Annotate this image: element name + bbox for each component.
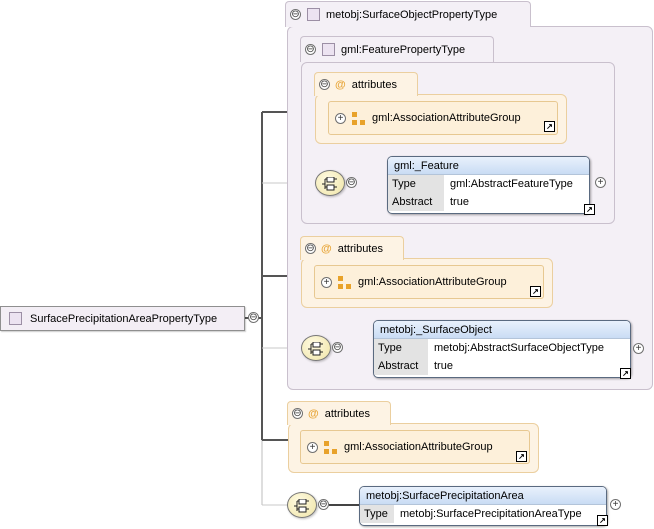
shortcut-icon[interactable]: ↗ [584, 204, 595, 215]
attribute-group-icon [324, 440, 337, 454]
expand-icon[interactable]: + [335, 112, 346, 124]
expand-icon[interactable]: + [321, 276, 332, 288]
attributes-tab-feature[interactable]: ⊖ @ attributes [314, 72, 418, 96]
attribute-group-name: gml:AssociationAttributeGroup [372, 112, 521, 124]
collapse-icon[interactable]: ⊖ [248, 312, 259, 323]
property-key: Abstract [388, 193, 445, 211]
root-complex-type[interactable]: SurfacePrecipitationAreaPropertyType [0, 306, 245, 331]
element-name: metobj:_SurfaceObject [374, 321, 630, 339]
sequence-compositor-surface-object[interactable] [301, 335, 331, 361]
shortcut-icon[interactable]: ↗ [544, 121, 555, 132]
expand-icon[interactable]: + [633, 343, 644, 354]
attributes-tab-own[interactable]: ⊖ @ attributes [287, 401, 391, 425]
element-name: gml:_Feature [388, 157, 589, 175]
surface-object-property-type-title: metobj:SurfaceObjectPropertyType [326, 8, 498, 21]
sequence-icon [294, 499, 309, 513]
property-row: Type metobj:SurfacePrecipitationAreaType [360, 505, 606, 523]
root-type-name: SurfacePrecipitationAreaPropertyType [30, 312, 218, 325]
property-value: gml:AbstractFeatureType [445, 175, 573, 193]
element-metobj-surface-object[interactable]: metobj:_SurfaceObject Type metobj:Abstra… [373, 320, 631, 378]
property-row: Type metobj:AbstractSurfaceObjectType [374, 339, 630, 357]
property-row: Abstract true [374, 357, 630, 375]
collapse-icon[interactable]: ⊖ [319, 79, 330, 90]
property-value: metobj:AbstractSurfaceObjectType [429, 339, 604, 357]
attribute-group-name: gml:AssociationAttributeGroup [358, 276, 507, 288]
collapse-icon[interactable]: ⊖ [318, 499, 329, 510]
collapse-icon[interactable]: ⊖ [290, 9, 301, 20]
element-metobj-surface-precipitation-area[interactable]: metobj:SurfacePrecipitationArea Type met… [359, 486, 607, 526]
attributes-tab-surface-object[interactable]: ⊖ @ attributes [300, 236, 404, 260]
association-attribute-group-feature[interactable]: + gml:AssociationAttributeGroup [328, 101, 558, 135]
property-value: true [429, 357, 453, 375]
collapse-icon[interactable]: ⊖ [346, 177, 357, 188]
property-key: Type [374, 339, 429, 357]
attribute-at-icon: @ [308, 407, 319, 420]
attribute-at-icon: @ [335, 78, 346, 91]
attribute-at-icon: @ [321, 242, 332, 255]
attributes-label: attributes [324, 407, 370, 420]
attribute-group-icon [352, 111, 365, 125]
association-attribute-group-own[interactable]: + gml:AssociationAttributeGroup [300, 430, 530, 464]
expand-icon[interactable]: + [307, 441, 318, 453]
property-key: Type [360, 505, 395, 523]
shortcut-icon[interactable]: ↗ [597, 515, 608, 526]
property-row: Abstract true [388, 193, 589, 211]
feature-property-type-title: gml:FeaturePropertyType [341, 43, 466, 56]
shortcut-icon[interactable]: ↗ [620, 368, 631, 379]
sequence-compositor-feature[interactable] [315, 170, 345, 196]
attribute-group-name: gml:AssociationAttributeGroup [344, 441, 493, 453]
sequence-icon [322, 177, 337, 191]
collapse-icon[interactable]: ⊖ [305, 243, 316, 254]
shortcut-icon[interactable]: ↗ [530, 286, 541, 297]
collapse-icon[interactable]: ⊖ [292, 408, 303, 419]
property-value: metobj:SurfacePrecipitationAreaType [395, 505, 582, 523]
association-attribute-group-surface-object[interactable]: + gml:AssociationAttributeGroup [314, 265, 544, 299]
element-gml-feature[interactable]: gml:_Feature Type gml:AbstractFeatureTyp… [387, 156, 590, 214]
sequence-icon [308, 342, 323, 356]
expand-icon[interactable]: + [610, 499, 621, 510]
property-row: Type gml:AbstractFeatureType [388, 175, 589, 193]
feature-property-type-tab[interactable]: ⊖ gml:FeaturePropertyType [300, 36, 494, 62]
complex-type-icon [9, 312, 22, 325]
property-key: Type [388, 175, 445, 193]
shortcut-icon[interactable]: ↗ [516, 451, 527, 462]
surface-object-property-type-tab[interactable]: ⊖ metobj:SurfaceObjectPropertyType [285, 1, 531, 27]
collapse-icon[interactable]: ⊖ [305, 44, 316, 55]
attribute-group-icon [338, 275, 351, 289]
expand-icon[interactable]: + [595, 177, 606, 188]
element-name: metobj:SurfacePrecipitationArea [360, 487, 606, 505]
collapse-icon[interactable]: ⊖ [332, 342, 343, 353]
complex-type-icon [322, 43, 335, 56]
attributes-label: attributes [351, 78, 397, 91]
complex-type-icon [307, 8, 320, 21]
property-key: Abstract [374, 357, 429, 375]
property-value: true [445, 193, 469, 211]
sequence-compositor-own[interactable] [287, 492, 317, 518]
attributes-label: attributes [337, 242, 383, 255]
